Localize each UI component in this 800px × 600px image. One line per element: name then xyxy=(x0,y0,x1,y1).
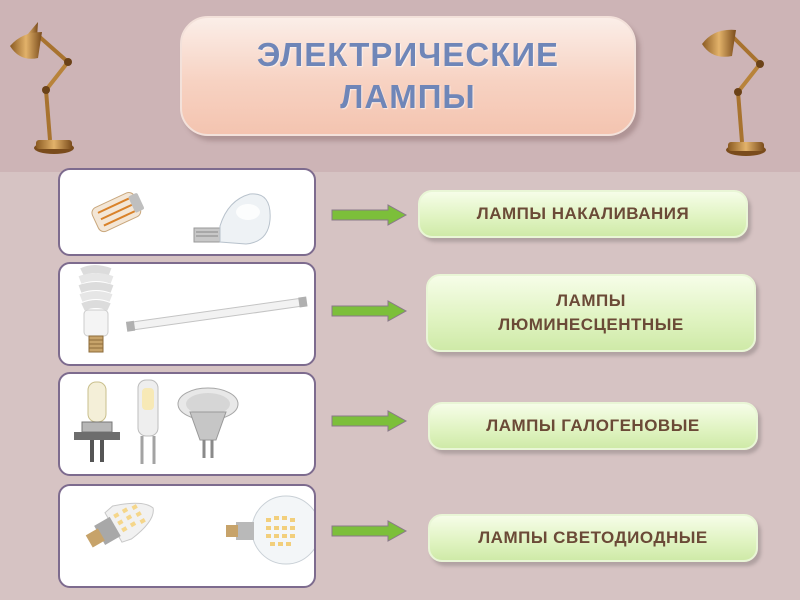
title-line-2: ЛАМПЫ xyxy=(340,78,476,115)
label-halogen: ЛАМПЫ ГАЛОГЕНОВЫЕ xyxy=(428,402,758,450)
label-led-text: ЛАМПЫ СВЕТОДИОДНЫЕ xyxy=(478,528,708,547)
incandescent-bulb-icon xyxy=(91,192,271,245)
label-fluorescent: ЛАМПЫ ЛЮМИНЕСЦЕНТНЫЕ xyxy=(426,274,756,352)
desk-lamp-right-icon xyxy=(694,2,774,158)
label-halogen-text: ЛАМПЫ ГАЛОГЕНОВЫЕ xyxy=(486,416,700,435)
arrow-right-icon xyxy=(330,204,410,226)
label-led: ЛАМПЫ СВЕТОДИОДНЫЕ xyxy=(428,514,758,562)
incandescent-image-box xyxy=(58,168,316,256)
arrow-right-icon xyxy=(330,410,410,432)
label-fluorescent-line-2: ЛЮМИНЕСЦЕНТНЫЕ xyxy=(498,315,684,334)
fluorescent-image-box xyxy=(58,262,316,366)
arrow-right-icon xyxy=(330,300,410,322)
led-image-box xyxy=(58,484,316,588)
label-incandescent: ЛАМПЫ НАКАЛИВАНИЯ xyxy=(418,190,748,238)
desk-lamp-left-icon xyxy=(2,2,82,158)
label-fluorescent-line-1: ЛАМПЫ xyxy=(556,291,626,310)
arrow-right-icon xyxy=(330,520,410,542)
led-bulb-icon xyxy=(85,495,314,565)
title-box: ЭЛЕКТРИЧЕСКИЕ ЛАМПЫ xyxy=(180,16,636,136)
halogen-image-box xyxy=(58,372,316,476)
fluorescent-bulb-icon xyxy=(78,265,308,353)
title-line-1: ЭЛЕКТРИЧЕСКИЕ xyxy=(256,36,560,73)
label-incandescent-text: ЛАМПЫ НАКАЛИВАНИЯ xyxy=(476,204,690,223)
halogen-bulb-icon xyxy=(74,379,239,464)
